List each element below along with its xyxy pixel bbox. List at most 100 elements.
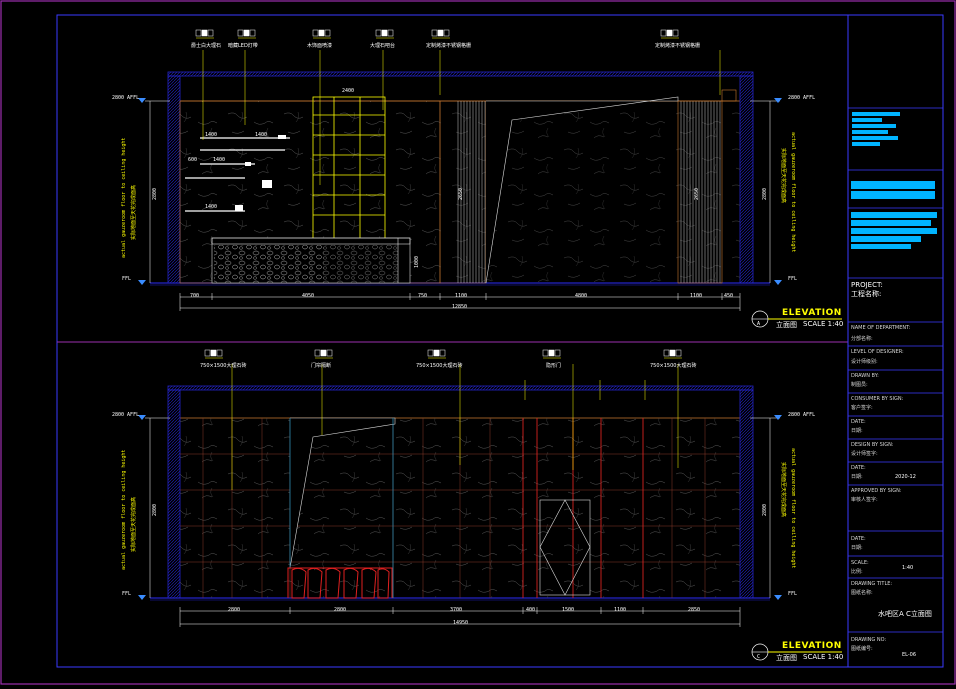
- leaders-c: [231, 364, 679, 490]
- inner-dim-6: 1000: [414, 255, 420, 268]
- inner-dim-2: 1400: [213, 157, 226, 163]
- elevation-c-title: ELEVATION: [782, 641, 842, 651]
- height-dim-a: 2800: [152, 187, 158, 200]
- tb-row-7-en: APPROVED BY SIGN:: [851, 488, 902, 494]
- dim-c-3: 400: [526, 607, 536, 613]
- tb-date-value: 2020-12: [895, 474, 916, 480]
- dim-a-1: 4050: [302, 293, 315, 299]
- level-floor-c: FFL: [122, 591, 132, 597]
- dim-a-6: 450: [724, 293, 734, 299]
- side-note-cn-right-c: 实际地面至天花完成面高: [780, 462, 786, 518]
- inner-dim-3: 1400: [205, 204, 218, 210]
- tag-a-2: 木饰面喷漆: [307, 43, 333, 49]
- side-note-right-c: actual gauzeroom floor to ceiling height: [790, 448, 796, 569]
- tb-row-11-cn: 图纸编号:: [851, 646, 873, 652]
- tag-a-5: 定制烤漆不锈钢格栅: [655, 43, 701, 49]
- dim-a-total: 12850: [452, 304, 468, 310]
- level-markers-a: [138, 98, 782, 285]
- tb-row-3-cn: 客户签字:: [851, 405, 873, 411]
- tag-c-4: 750×1500大理石砖: [650, 363, 697, 369]
- side-note-cn-a: 实际地面至天花完成面高: [131, 184, 137, 240]
- dim-c-1: 2800: [334, 607, 347, 613]
- tag-c-2: 750×1500大理石砖: [416, 363, 463, 369]
- side-note-a: actual gauzeroom floor to ceiling height: [121, 137, 127, 258]
- project-label-cn: 工程名称:: [851, 290, 882, 298]
- tb-row-1-en: LEVEL OF DESIGNER:: [851, 349, 904, 355]
- dim-c-6: 2850: [688, 607, 701, 613]
- ceiling-slab-a: [167, 71, 754, 77]
- curtain-drapes: [287, 567, 393, 599]
- inner-dim-7: 2650: [458, 187, 464, 200]
- inner-dim-8: 2650: [694, 187, 700, 200]
- tb-row-7-cn: 审核人签字:: [851, 497, 878, 503]
- tag-c-0: 750×1500大理石砖: [200, 363, 247, 369]
- elevation-c: [138, 364, 842, 661]
- tb-row-8-cn: 日期:: [851, 545, 863, 551]
- title-block: [848, 107, 943, 633]
- tb-row-5-cn: 设计师签字:: [851, 451, 878, 457]
- tb-row-6-cn: 日期:: [851, 474, 863, 480]
- level-markers-c: [138, 415, 782, 600]
- elevation-a-marker: A: [757, 321, 761, 327]
- tb-row-6-en: DATE:: [851, 465, 866, 471]
- tb-row-11-en: DRAWING NO:: [851, 637, 887, 643]
- ceiling-slab-c: [167, 385, 754, 391]
- tb-row-10-en: DRAWING TITLE:: [851, 581, 893, 587]
- doorway-a: [485, 96, 679, 284]
- side-note-cn-c: 实际地面至天花完成面高: [131, 496, 137, 552]
- tb-drawing-no: EL-06: [902, 652, 917, 658]
- level-top-c: 2800 AFFL: [112, 412, 140, 418]
- height-dim-right-c: 2800: [762, 503, 768, 516]
- project-label-en: PROJECT:: [851, 281, 883, 289]
- left-wall-c: [167, 389, 181, 599]
- height-dim-right-a: 2800: [762, 187, 768, 200]
- elevation-a-subtitle: 立面图: [776, 321, 797, 329]
- inner-dim-4: 600: [188, 157, 198, 163]
- side-note-c: actual gauzeroom floor to ceiling height: [121, 449, 127, 570]
- tb-row-4-cn: 日期:: [851, 428, 863, 434]
- dim-c-5: 1100: [614, 607, 627, 613]
- dim-c-0: 2800: [228, 607, 241, 613]
- tag-a-4: 定制烤漆不锈钢格栅: [426, 43, 472, 49]
- side-note-cn-right-a: 实际地面至天花完成面高: [780, 148, 786, 204]
- dim-c-4: 1500: [562, 607, 575, 613]
- inner-frame: [56, 14, 944, 668]
- level-top-right-a: 2800 AFFL: [788, 95, 816, 101]
- dim-lines-c: [145, 417, 780, 627]
- level-top-right-c: 2800 AFFL: [788, 412, 816, 418]
- tb-row-10-cn: 图纸名称:: [851, 590, 873, 596]
- dim-a-2: 750: [418, 293, 428, 299]
- leaders-a: [202, 50, 721, 185]
- elevation-a: [138, 50, 842, 328]
- inner-dim-5: 2400: [342, 88, 355, 94]
- tag-c-1: 门帘隔断: [311, 363, 332, 369]
- tb-row-4-en: DATE:: [851, 419, 866, 425]
- tb-row-2-cn: 制图员:: [851, 382, 868, 388]
- dim-c-2: 3700: [450, 607, 463, 613]
- elevation-a-scale: SCALE 1:40: [803, 320, 844, 328]
- inner-dim-0: 1400: [255, 132, 268, 138]
- level-top-a: 2800 AFFL: [112, 95, 140, 101]
- dim-c-total: 14950: [453, 620, 469, 626]
- curtain-opening: [289, 417, 396, 569]
- tb-row-9-cn: 比例:: [851, 569, 863, 575]
- tb-scale-value: 1:40: [902, 565, 914, 571]
- tb-row-3-en: CONSUMER BY SIGN:: [851, 396, 904, 402]
- right-wall-a: [739, 75, 754, 284]
- elevation-a-title: ELEVATION: [782, 308, 842, 318]
- right-wall-c: [739, 389, 754, 599]
- tb-row-2-en: DRAWN BY:: [851, 373, 879, 379]
- tb-row-9-en: SCALE:: [851, 560, 869, 566]
- dim-a-0: 700: [190, 293, 200, 299]
- tb-row-5-en: DESIGN BY SIGN:: [851, 442, 894, 448]
- tb-row-0-cn: 分部名称:: [851, 336, 873, 342]
- elevation-c-scale: SCALE 1:40: [803, 653, 844, 661]
- inner-dim-1: 1400: [205, 132, 218, 138]
- tag-a-3: 大理石吧台: [370, 43, 396, 49]
- redacted-company: [851, 181, 937, 249]
- tb-row-1-cn: 设计师级别:: [851, 359, 878, 365]
- left-wall-a: [167, 75, 181, 284]
